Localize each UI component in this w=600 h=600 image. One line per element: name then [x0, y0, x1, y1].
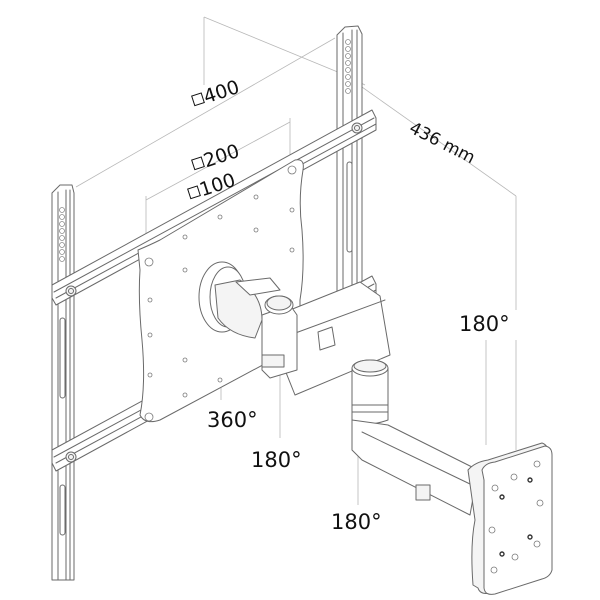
elbow-joint — [351, 359, 389, 425]
rotation-wall-180-label: 180° — [459, 312, 510, 336]
rotation-head-180-label: 180° — [251, 448, 302, 472]
wall-plate — [467, 442, 553, 595]
outer-arm — [351, 419, 479, 516]
tilt-head — [198, 261, 281, 339]
right-wall-rail — [336, 25, 363, 311]
left-wall-rail — [51, 184, 75, 581]
rotation-elbow-180-label: 180° — [331, 510, 382, 534]
rotation-360-label: 360° — [207, 408, 258, 432]
